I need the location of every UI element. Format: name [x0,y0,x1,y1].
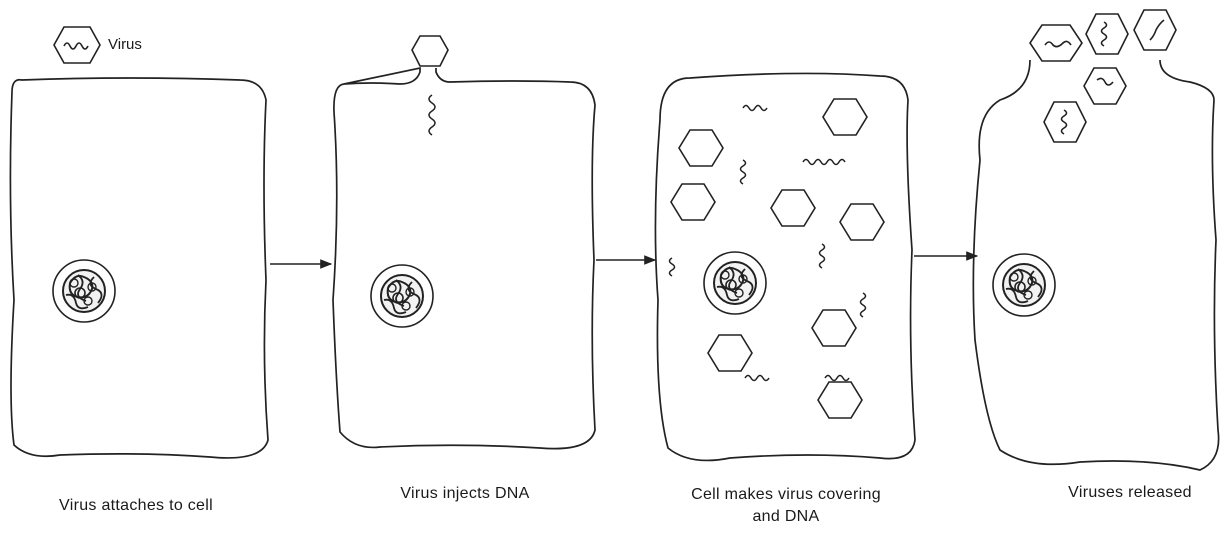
viral-dna-strands [670,106,866,381]
virus-capsids [671,99,884,418]
caption-stage-1: Virus attaches to cell [0,497,272,515]
nucleus [371,265,433,327]
nucleus [53,260,115,322]
cell-3 [655,73,915,460]
injected-dna [429,95,435,135]
released-viruses [1030,10,1176,142]
attached-virus-capsid [412,36,448,66]
cell-4 [973,10,1218,470]
nucleus [993,254,1055,316]
caption-stage-4: Viruses released [1040,484,1220,502]
nucleus [704,252,766,314]
cell-2 [333,36,595,449]
caption-stage-3-line-1: Cell makes virus covering [645,486,927,504]
caption-stage-3-line-2: and DNA [645,508,927,526]
legend-virus-icon [54,27,100,63]
cell-1 [10,78,268,458]
legend-label: Virus [108,36,142,53]
caption-stage-2: Virus injects DNA [330,485,600,503]
